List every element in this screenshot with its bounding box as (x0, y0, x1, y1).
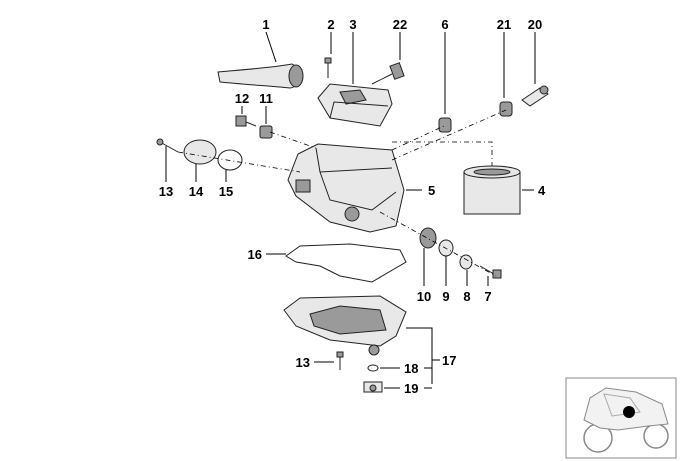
leader-lines (165, 31, 536, 389)
part-cap (183, 139, 217, 165)
callout-13-bottom: 13 (296, 355, 310, 370)
part-intake-snorkel (217, 63, 304, 89)
callout-14: 14 (189, 184, 204, 199)
part-drain-valve (363, 381, 383, 393)
part-rubber-mount (419, 227, 437, 249)
part-gasket (285, 243, 407, 283)
part-grommet-21 (499, 101, 513, 117)
callout-2: 2 (327, 17, 334, 32)
callout-19: 19 (404, 381, 418, 396)
callout-5: 5 (428, 183, 435, 198)
callout-17: 17 (442, 353, 456, 368)
part-screw-13-top (156, 138, 179, 153)
part-filter-element (463, 165, 521, 215)
callout-labels: 1 2 3 22 6 21 20 12 11 13 14 15 5 4 16 1… (159, 17, 546, 396)
callout-9: 9 (442, 289, 449, 304)
callout-6: 6 (441, 17, 448, 32)
part-grommet-6 (438, 117, 452, 133)
callout-7: 7 (484, 289, 491, 304)
callout-12: 12 (235, 91, 249, 106)
part-filter-housing (287, 143, 405, 233)
callout-4: 4 (538, 183, 546, 198)
callout-13-top: 13 (159, 184, 173, 199)
callout-16: 16 (248, 247, 262, 262)
callout-1: 1 (262, 17, 269, 32)
locator-thumbnail (565, 377, 677, 459)
part-sensor (371, 62, 405, 85)
part-cover (317, 83, 393, 127)
location-marker-icon (623, 406, 635, 418)
callout-11: 11 (259, 91, 273, 106)
callout-8: 8 (463, 289, 470, 304)
part-lower-housing (283, 295, 407, 356)
part-washer-8 (459, 254, 473, 270)
callout-18: 18 (404, 361, 418, 376)
callout-15: 15 (219, 184, 233, 199)
assembly-lines (177, 109, 507, 277)
part-bolt-7 (479, 265, 502, 279)
callout-3: 3 (349, 17, 356, 32)
callout-22: 22 (393, 17, 407, 32)
part-screw-2 (324, 57, 332, 78)
callout-20: 20 (528, 17, 542, 32)
part-o-ring (367, 364, 379, 372)
part-bushing-11 (259, 125, 273, 139)
part-nozzle (521, 85, 549, 107)
part-seal-ring (217, 149, 243, 171)
callout-21: 21 (497, 17, 511, 32)
part-screw-13-bottom (336, 351, 344, 370)
callout-10: 10 (417, 289, 431, 304)
part-bolt-12 (235, 115, 257, 127)
